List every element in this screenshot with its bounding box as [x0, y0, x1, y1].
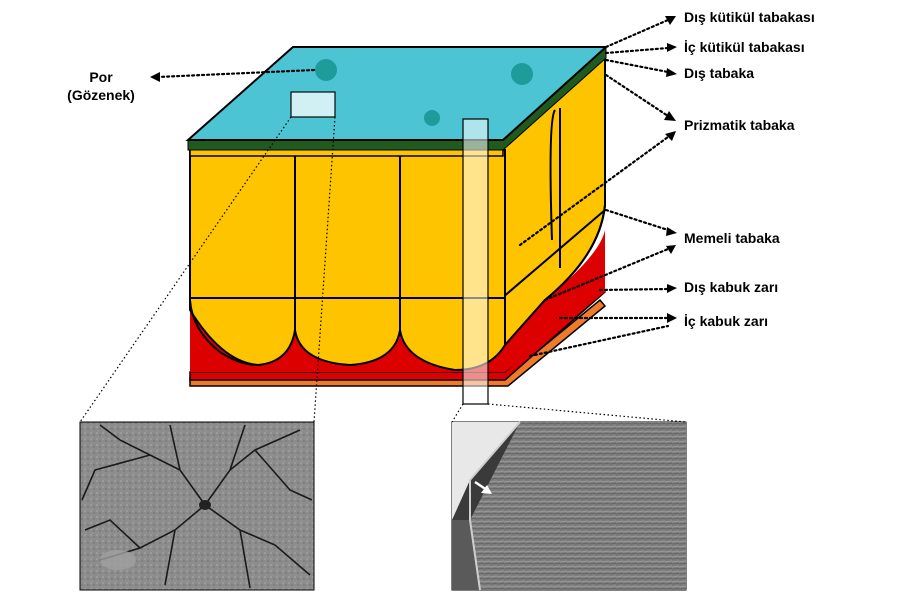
pore-label-group: Por (Gözenek): [67, 68, 316, 103]
pore-label-sub: (Gözenek): [67, 87, 135, 103]
label-outer-membrane: Dış kabuk zarı: [684, 279, 778, 295]
pore-1: [315, 59, 337, 81]
sem-cross-section-image: [451, 421, 687, 591]
label-inner-membrane: İç kabuk zarı: [684, 313, 768, 329]
label-inner-cuticle: İç kütikül tabakası: [684, 39, 805, 55]
arrow-icon: [481, 485, 492, 494]
pore-label: Por: [89, 69, 113, 85]
sample-window-cross-section: [462, 118, 489, 405]
label-mammillary: Memeli tabaka: [684, 230, 780, 246]
label-prismatic: Prizmatik tabaka: [684, 117, 795, 133]
label-outer-layer: Dış tabaka: [684, 65, 754, 81]
pore-3: [424, 110, 440, 126]
right-labels: Dış kütikül tabakası İç kütikül tabakası…: [518, 9, 815, 358]
sem-surface-image: [79, 421, 315, 591]
pore-arrowhead-icon: [150, 72, 160, 82]
zoom-connectors: [79, 116, 687, 423]
palisade-columns: [189, 149, 506, 372]
label-outer-cuticle: Dış kütikül tabakası: [684, 9, 815, 25]
pore-2: [511, 63, 533, 85]
sample-window-surface: [290, 91, 336, 118]
eggshell-block: [185, 45, 609, 405]
